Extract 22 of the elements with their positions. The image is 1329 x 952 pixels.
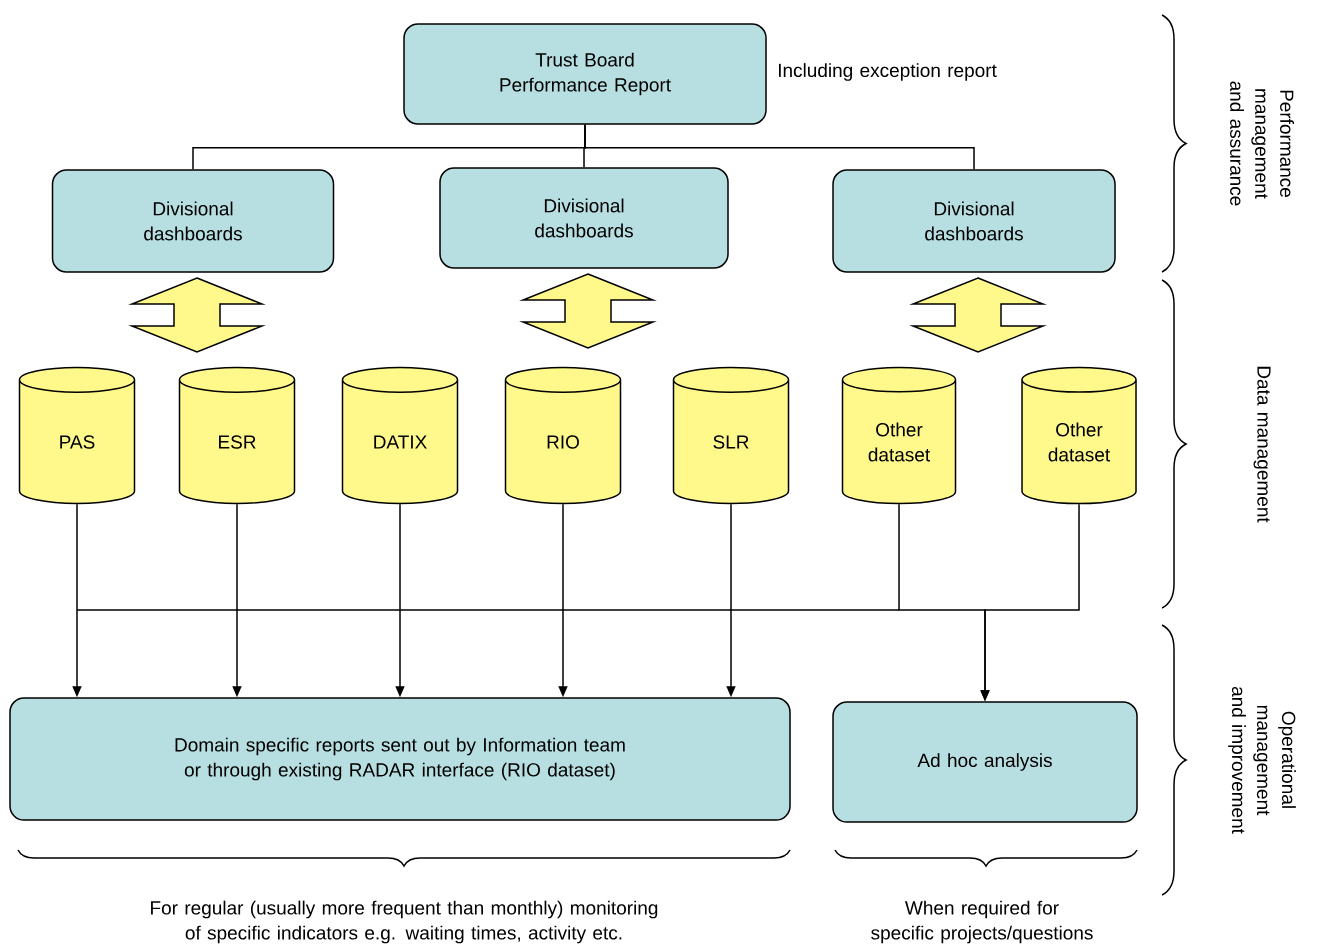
- database-cylinder: RIO: [504, 366, 622, 505]
- process-box: Ad hoc analysis: [832, 701, 1138, 823]
- database-cylinder: DATIX: [341, 366, 459, 505]
- section-label: Performance management and assurance: [1230, 81, 1294, 206]
- process-box: Trust Board Performance Report: [403, 23, 767, 125]
- section-label: Data management: [1253, 366, 1271, 523]
- note-text: For regular (usually more frequent than monthly) monitoring of specific indicators e.g. waiting times, activity etc.: [151, 900, 658, 944]
- database-cylinder: SLR: [672, 366, 790, 505]
- process-box: Domain specific reports sent out by Information team or through existing RADAR interface (RIO dataset): [9, 697, 791, 821]
- double-arrow: [519, 273, 657, 349]
- database-cylinder: ESR: [178, 366, 296, 505]
- note-text: When required for specific projects/questions: [871, 900, 1093, 944]
- double-arrow: [909, 277, 1047, 353]
- section-label: Operational management and improvement: [1228, 686, 1296, 834]
- process-box: Divisional dashboards: [832, 169, 1116, 273]
- database-cylinder: Other dataset: [841, 366, 957, 505]
- double-arrow: [128, 277, 266, 353]
- process-box: Divisional dashboards: [51, 169, 335, 273]
- database-cylinder: PAS: [18, 366, 136, 505]
- annotation-text: Including exception report: [778, 63, 997, 81]
- process-box: Divisional dashboards: [439, 167, 729, 269]
- database-cylinder: Other dataset: [1021, 366, 1137, 505]
